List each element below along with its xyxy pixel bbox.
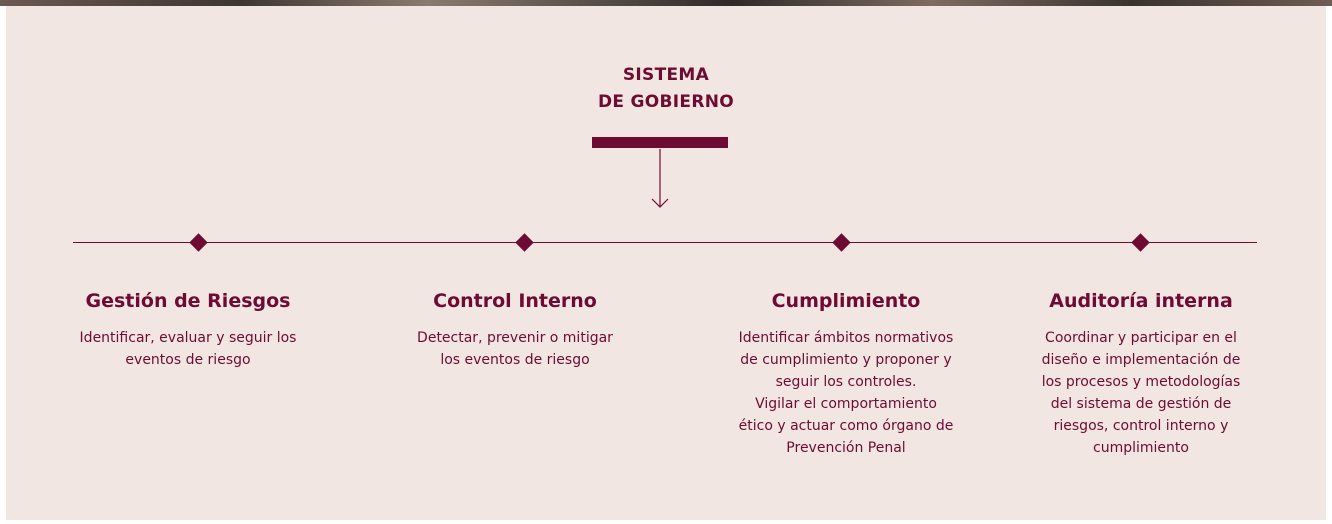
column-title: Gestión de Riesgos (85, 290, 291, 312)
column-title: Cumplimiento (771, 290, 921, 312)
description-line: riesgos, control interno y (1053, 418, 1229, 434)
description-line: los procesos y metodologías (1041, 374, 1241, 390)
description-line: los eventos de riesgo (440, 352, 590, 368)
title-line-1: SISTEMA (622, 65, 710, 85)
title-underline-bar (592, 137, 728, 148)
description-line: eventos de riesgo (125, 352, 251, 368)
diamond-icon (832, 233, 851, 252)
column-title: Auditoría interna (1049, 290, 1233, 312)
diamond-icon (1131, 233, 1150, 252)
description-line: ético y actuar como órgano de (738, 418, 954, 434)
title-line-2: DE GOBIERNO (597, 92, 734, 112)
description-line: Prevención Penal (786, 440, 906, 456)
description-line: Coordinar y participar en el (1045, 330, 1237, 346)
column-description: Coordinar y participar en el diseño e im… (1006, 327, 1276, 459)
description-line: del sistema de gestión de (1050, 396, 1232, 412)
arrow-down-icon (651, 149, 669, 208)
column-gestion-riesgos: Gestión de Riesgos Identificar, evaluar … (58, 288, 318, 371)
description-line: seguir los controles. (775, 374, 917, 390)
column-description: Detectar, prevenir o mitigar los eventos… (385, 327, 645, 371)
governance-diagram-panel: SISTEMA DE GOBIERNO Gestión de Riesgos I… (6, 6, 1326, 520)
column-description: Identificar, evaluar y seguir los evento… (58, 327, 318, 371)
timeline-line (73, 242, 1257, 243)
column-control-interno: Control Interno Detectar, prevenir o mit… (385, 288, 645, 371)
column-description: Identificar ámbitos normativos de cumpli… (706, 327, 986, 459)
column-title: Control Interno (433, 290, 597, 312)
description-line: Identificar, evaluar y seguir los (79, 330, 297, 346)
header-photo-strip (0, 0, 1332, 6)
column-auditoria-interna: Auditoría interna Coordinar y participar… (1006, 288, 1276, 459)
description-line: Identificar ámbitos normativos (738, 330, 954, 346)
description-line: diseño e implementación de (1041, 352, 1241, 368)
description-line: Detectar, prevenir o mitigar (417, 330, 613, 346)
description-line: de cumplimiento y proponer y (740, 352, 952, 368)
diamond-icon (515, 233, 534, 252)
description-line: Vigilar el comportamiento (755, 396, 937, 412)
diagram-title: SISTEMA DE GOBIERNO (6, 62, 1326, 116)
column-cumplimiento: Cumplimiento Identificar ámbitos normati… (706, 288, 986, 459)
diamond-icon (189, 233, 208, 252)
description-line: cumplimiento (1093, 440, 1189, 456)
